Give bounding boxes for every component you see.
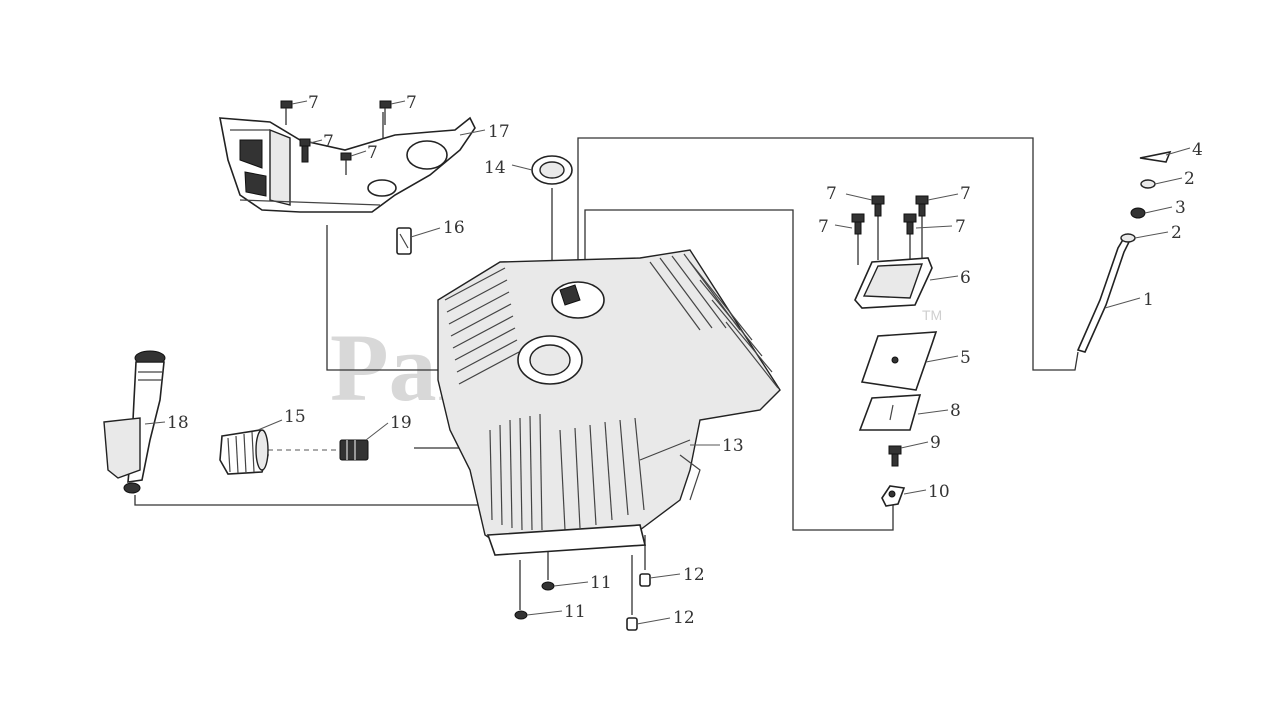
part-10-clip	[881, 485, 906, 507]
callout-7: 7	[960, 184, 971, 204]
part-4-dipstick-cap	[1139, 150, 1172, 163]
callout-17: 17	[488, 122, 510, 142]
part-13-crankcase	[437, 249, 781, 556]
callout-5: 5	[960, 348, 971, 368]
callout-1: 1	[1143, 290, 1154, 310]
callout-7: 7	[826, 184, 837, 204]
part-9-bolt	[888, 445, 902, 467]
callout-8: 8	[950, 401, 961, 421]
callout-3: 3	[1175, 198, 1186, 218]
part-12-plugs	[626, 573, 651, 631]
part-16-pin	[396, 227, 412, 255]
lower-fins	[489, 413, 645, 531]
callout-2: 2	[1171, 223, 1182, 243]
right-cylinder-fins	[649, 253, 779, 389]
part-19-fitting	[339, 439, 369, 461]
part-15-oil-filter	[219, 429, 269, 475]
part-14-seal	[531, 155, 573, 185]
callout-10: 10	[928, 482, 950, 502]
callout-6: 6	[960, 268, 971, 288]
callout-19: 19	[390, 413, 412, 433]
part-5-plate	[860, 331, 938, 391]
callout-15: 15	[284, 407, 306, 427]
callout-labels: 7 7 7 7 17 14 16 4 2 3 2 1 7 7 7 7 6 5 8…	[167, 93, 1203, 628]
part-18-oil-fill-tube	[103, 350, 166, 494]
part-6-cover	[854, 257, 933, 309]
callout-11: 11	[590, 573, 612, 593]
callout-7: 7	[308, 93, 319, 113]
callout-7: 7	[955, 217, 966, 237]
callout-18: 18	[167, 413, 189, 433]
watermark-trademark: TM	[922, 307, 942, 323]
callout-16: 16	[443, 218, 465, 238]
part-17-bracket	[219, 116, 476, 213]
callout-7: 7	[406, 93, 417, 113]
cover-bolts	[851, 195, 929, 235]
callout-7: 7	[818, 217, 829, 237]
left-cylinder-fins	[444, 267, 520, 385]
leader-lines	[144, 100, 1191, 625]
callout-12: 12	[673, 608, 695, 628]
callout-14: 14	[484, 158, 506, 178]
part-11-nuts	[514, 581, 555, 620]
callout-9: 9	[930, 433, 941, 453]
callout-2: 2	[1184, 169, 1195, 189]
part-1-dipstick	[1076, 237, 1132, 353]
callout-7: 7	[323, 132, 334, 152]
part-8-gasket	[858, 394, 922, 431]
callout-12: 12	[683, 565, 705, 585]
part-3-washer	[1130, 207, 1146, 219]
callout-7: 7	[367, 143, 378, 163]
assembly-lines	[134, 112, 1079, 615]
callout-11: 11	[564, 602, 586, 622]
callout-4: 4	[1192, 140, 1203, 160]
callout-13: 13	[722, 436, 744, 456]
